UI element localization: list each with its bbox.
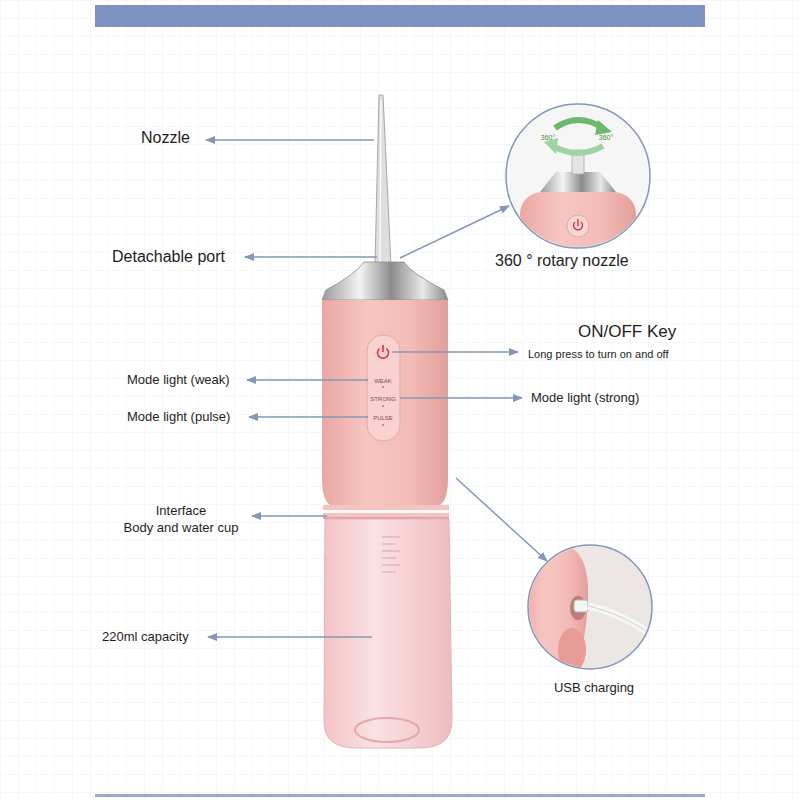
part-label: Body and water cup — [124, 521, 239, 536]
part-label: Long press to turn on and off — [528, 348, 668, 361]
part-label: Detachable port — [112, 248, 225, 266]
part-label: Interface — [156, 504, 207, 519]
part-label: 360° — [541, 134, 555, 142]
part-label: 360° — [599, 134, 613, 142]
part-label: 220ml capacity — [102, 630, 189, 645]
part-label: PULSE — [373, 415, 393, 422]
part-label: Nozzle — [141, 129, 190, 147]
part-label: STRONG — [370, 396, 396, 403]
part-label: Mode light (pulse) — [127, 410, 230, 425]
part-label: WEAK — [374, 378, 392, 385]
part-label: ON/OFF Key — [578, 322, 676, 342]
part-label: Mode light (strong) — [531, 391, 639, 406]
part-label: USB charging — [554, 681, 634, 696]
part-label: 360 ° rotary nozzle — [495, 252, 629, 270]
part-label: Mode light (weak) — [127, 373, 230, 388]
